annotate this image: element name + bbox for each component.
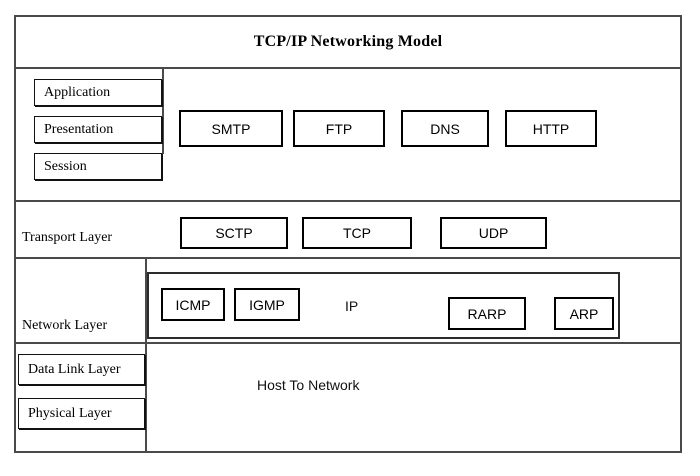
host-to-network-label: Host To Network [257,377,360,393]
protocol-box-http: HTTP [505,110,597,147]
layer-box-session: Session [34,153,162,180]
protocol-box-dns: DNS [401,110,489,147]
divider-network-bottom [16,342,680,344]
protocol-box-tcp: TCP [302,217,412,249]
divider-application-column [162,67,164,154]
ip-protocol-container [147,272,620,339]
protocol-box-igmp: IGMP [234,288,300,321]
protocol-label-arp: ARP [569,305,599,322]
protocol-box-arp: ARP [554,297,614,330]
protocol-box-udp: UDP [440,217,547,249]
protocol-label-rarp: RARP [467,305,507,322]
diagram-outer-frame: TCP/IP Networking Model Application Pres… [14,15,682,453]
layer-label-transport: Transport Layer [22,230,113,245]
diagram-title-band: TCP/IP Networking Model [16,17,680,67]
protocol-box-ftp: FTP [293,110,385,147]
divider-network-column [145,257,147,342]
layer-box-physical: Physical Layer [18,398,145,429]
protocol-label-ip: IP [345,298,359,314]
layer-label-application: Application [44,84,111,100]
divider-title-bottom [16,67,680,69]
protocol-box-rarp: RARP [448,297,526,330]
protocol-label-ftp: FTP [325,120,353,137]
layer-label-session: Session [44,158,87,174]
layer-label-data-link: Data Link Layer [28,361,121,377]
layer-box-application: Application [34,79,162,106]
layer-label-physical: Physical Layer [28,405,112,421]
protocol-box-icmp: ICMP [161,288,225,321]
protocol-label-smtp: SMTP [211,120,251,137]
protocol-label-tcp: TCP [343,225,371,241]
page-title: TCP/IP Networking Model [253,33,443,50]
layer-box-data-link: Data Link Layer [18,354,145,385]
divider-hostnetwork-column [145,342,147,451]
protocol-box-sctp: SCTP [180,217,288,249]
protocol-label-igmp: IGMP [249,296,285,313]
protocol-box-smtp: SMTP [179,110,283,147]
protocol-label-dns: DNS [430,120,460,137]
divider-application-bottom [16,200,680,202]
protocol-label-icmp: ICMP [175,296,211,313]
protocol-label-http: HTTP [532,120,570,137]
layer-label-presentation: Presentation [44,121,114,137]
protocol-label-udp: UDP [478,225,509,241]
layer-label-network: Network Layer [22,318,108,333]
layer-box-presentation: Presentation [34,116,162,143]
protocol-label-sctp: SCTP [215,225,253,241]
divider-transport-bottom [16,257,680,259]
